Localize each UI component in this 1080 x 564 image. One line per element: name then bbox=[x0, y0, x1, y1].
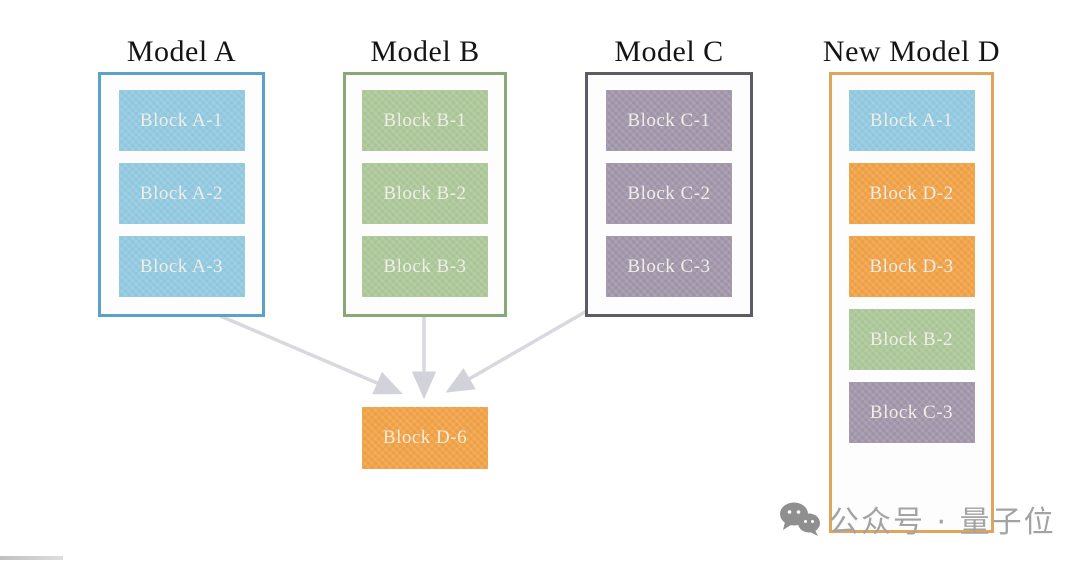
watermark: 公众号 · 量子位 bbox=[779, 497, 1056, 541]
block-a-3: Block A-3 bbox=[118, 236, 245, 297]
block-c-3: Block C-3 bbox=[606, 236, 732, 297]
new-model-d-group: New Model D Block A-1 Block D-2 Block D-… bbox=[823, 35, 1000, 533]
block-b-2: Block B-2 bbox=[362, 163, 488, 224]
bottom-left-bar bbox=[0, 556, 63, 560]
block-d-b-2: Block B-2 bbox=[848, 309, 975, 370]
model-a-box: Block A-1 Block A-2 Block A-3 bbox=[98, 72, 265, 317]
block-d-c-3: Block C-3 bbox=[848, 382, 975, 443]
block-b-3: Block B-3 bbox=[362, 236, 488, 297]
model-c-title: Model C bbox=[614, 35, 724, 68]
block-d-2: Block D-2 bbox=[848, 163, 975, 224]
new-model-d-box: Block A-1 Block D-2 Block D-3 Block B-2 … bbox=[829, 72, 994, 533]
block-a-1: Block A-1 bbox=[118, 90, 245, 151]
wechat-icon bbox=[780, 502, 820, 536]
watermark-text: 公众号 · 量子位 bbox=[829, 505, 1056, 540]
model-a-title: Model A bbox=[126, 35, 237, 68]
model-c-box: Block C-1 Block C-2 Block C-3 bbox=[585, 72, 753, 317]
block-c-2: Block C-2 bbox=[606, 163, 732, 224]
model-b-group: Model B Block B-1 Block B-2 Block B-3 bbox=[343, 35, 507, 317]
model-c-group: Model C Block C-1 Block C-2 Block C-3 bbox=[585, 35, 753, 317]
model-b-title: Model B bbox=[370, 35, 480, 68]
block-a-2: Block A-2 bbox=[118, 163, 245, 224]
block-d-a-1: Block A-1 bbox=[848, 90, 975, 151]
model-b-box: Block B-1 Block B-2 Block B-3 bbox=[343, 72, 507, 317]
new-model-d-title: New Model D bbox=[822, 35, 1001, 68]
block-c-1: Block C-1 bbox=[606, 90, 732, 151]
model-a-group: Model A Block A-1 Block A-2 Block A-3 bbox=[98, 35, 265, 317]
arrow-model-c-to-d6 bbox=[445, 306, 593, 393]
block-d-3: Block D-3 bbox=[848, 236, 975, 297]
block-d-6: Block D-6 bbox=[362, 407, 488, 469]
block-b-1: Block B-1 bbox=[362, 90, 488, 151]
